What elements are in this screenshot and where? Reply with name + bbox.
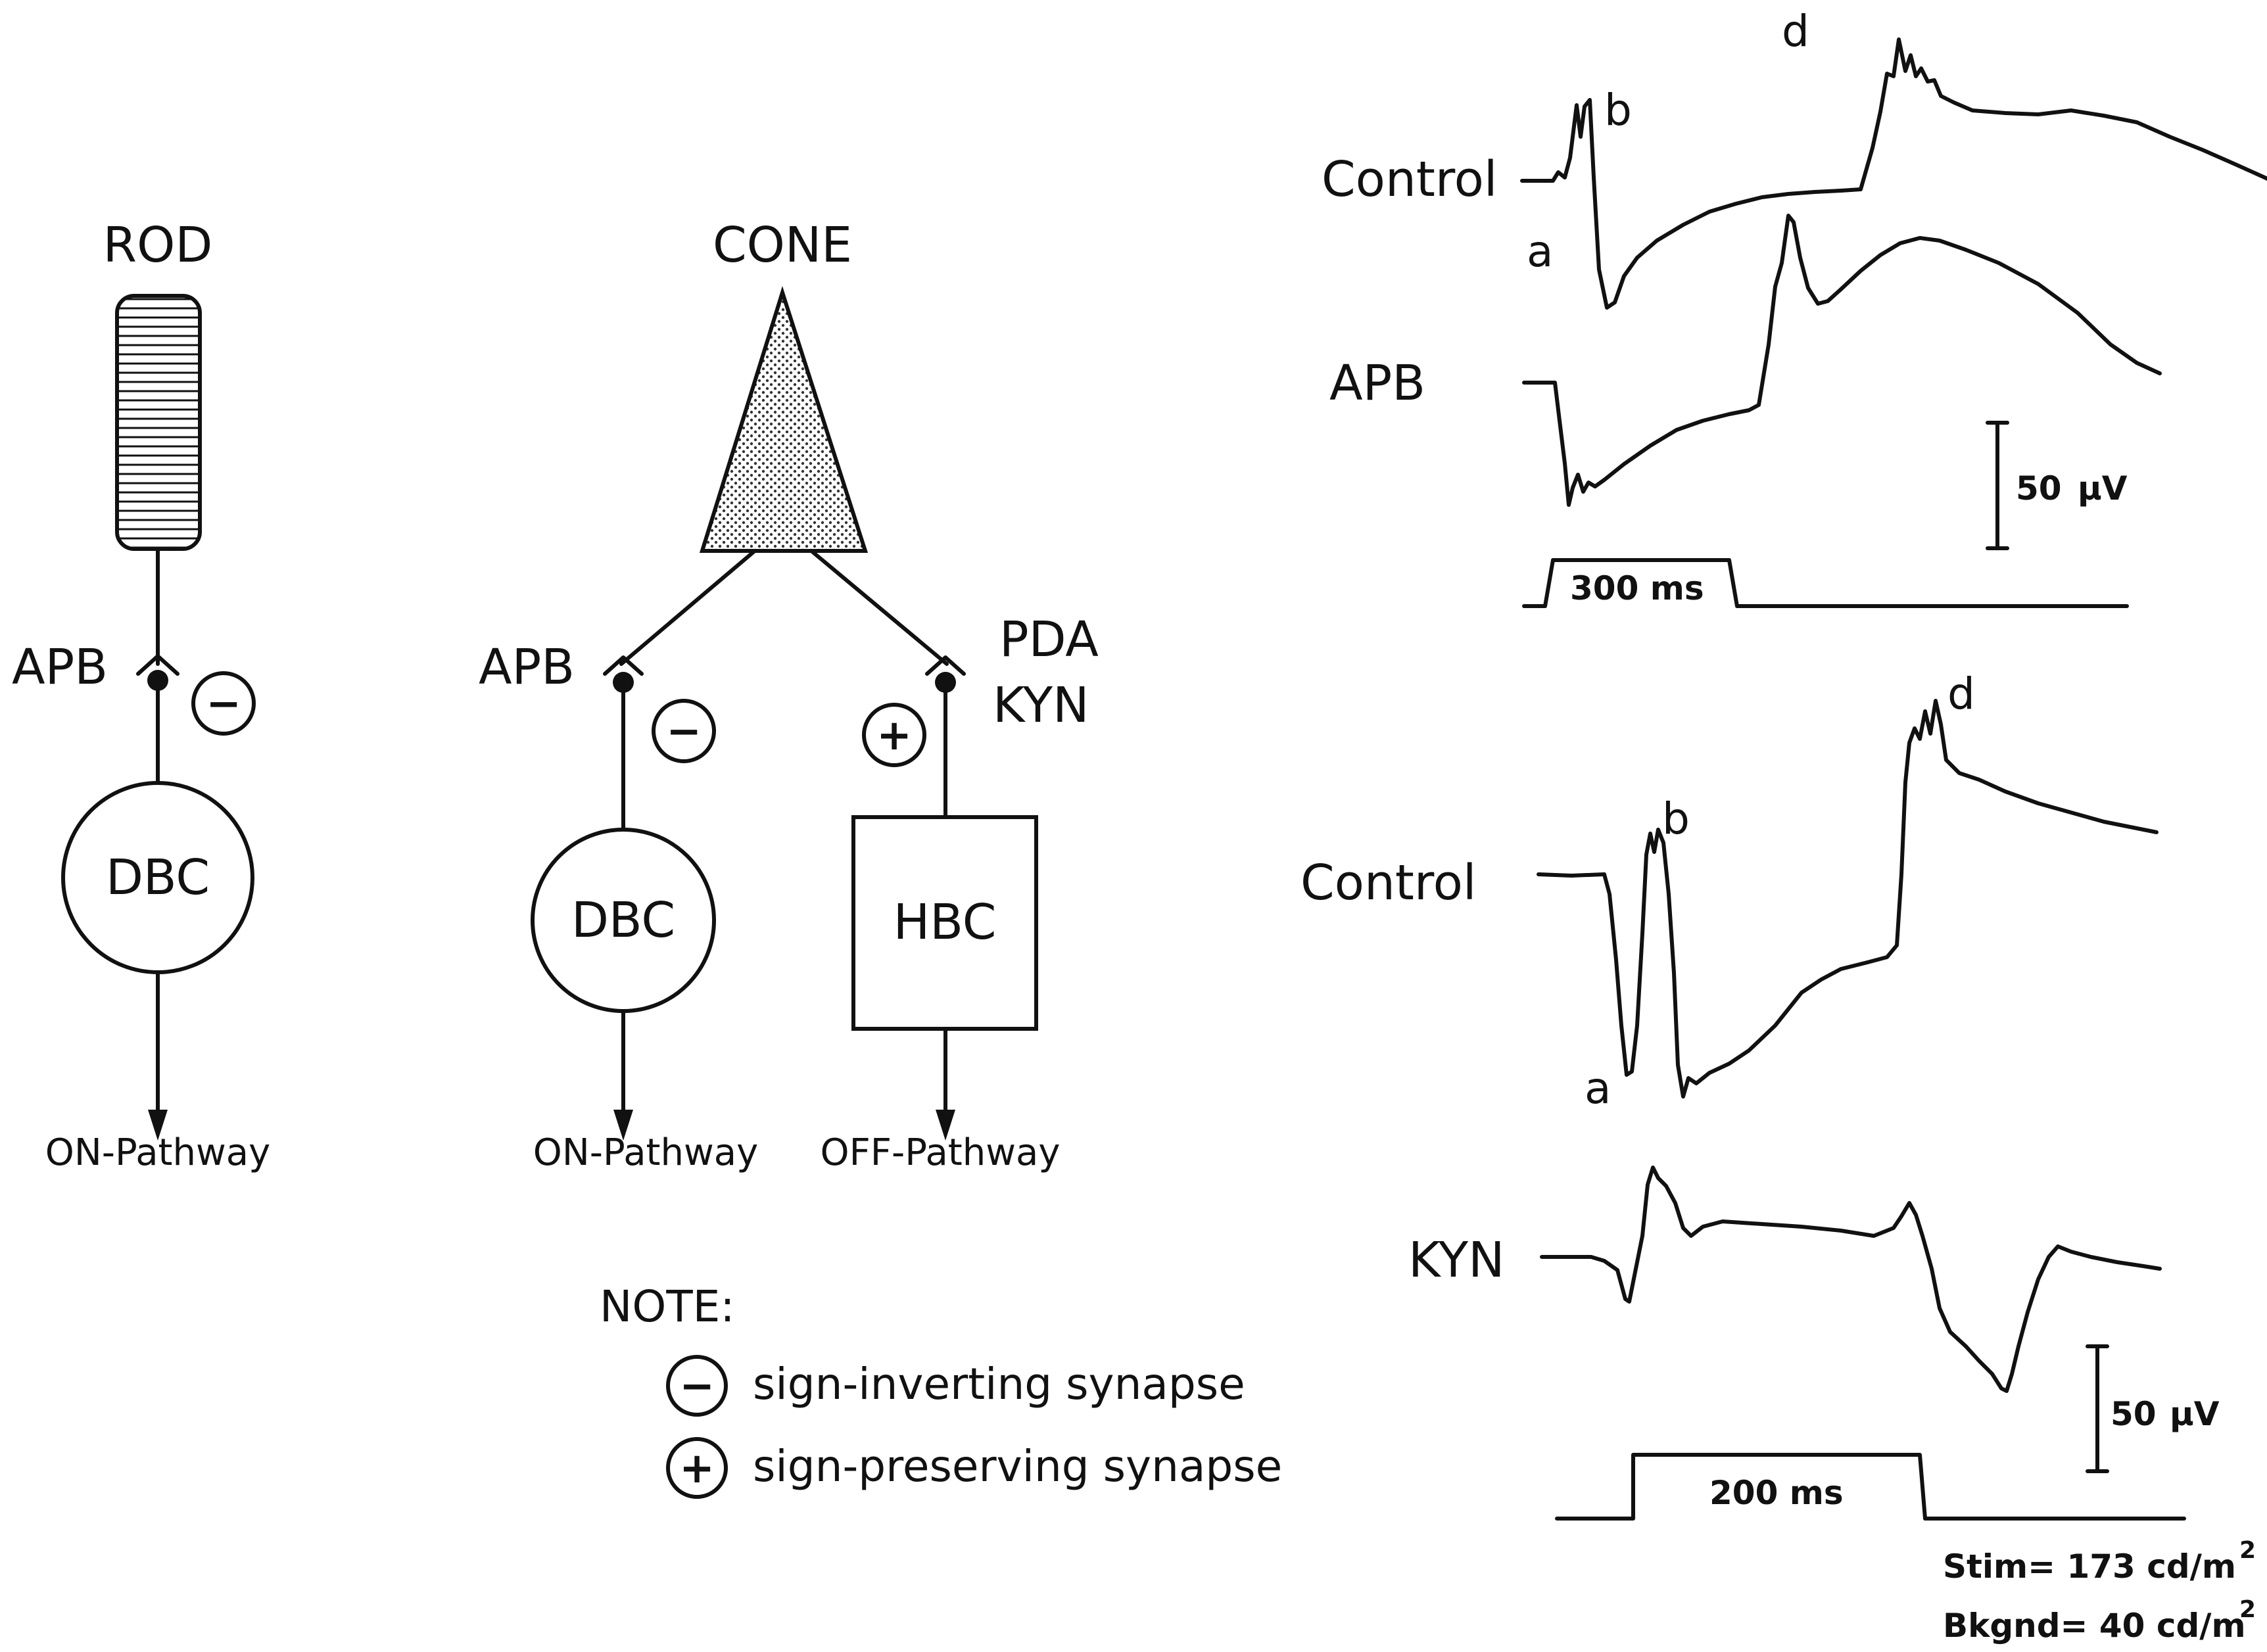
cone-left-receptor-mark [603,655,644,676]
legend-title: NOTE: [600,1281,735,1332]
rod-sign-circle [191,671,256,736]
bottom-recording: Control KYN a b d 50 μV 200 ms [1301,669,2220,1521]
top-apb-label: APB [1329,355,1425,412]
bkgnd-intensity-exp: 2 [2239,1596,2256,1623]
bottom-stimulus-trace [1555,1453,2186,1521]
legend-plus-circle [666,1437,728,1499]
legend-plus-text: sign-preserving synapse [753,1441,1282,1492]
cone-diagram: CONE APB − DBC ON-Pathway PDA KYN + HBC … [479,217,1099,1174]
stim-intensity-text: Stim= 173 cd/m [1943,1547,2236,1586]
top-control-label: Control [1322,151,1498,208]
cone-kyn-label: KYN [993,677,1089,734]
rod-receptor-mark [136,654,179,676]
cone-right-sign-circle [862,703,926,767]
bottom-kyn-trace [1540,1166,2162,1393]
rod-sign-text: − [206,680,241,728]
bottom-wave-a: a [1585,1063,1611,1114]
bottom-scale-value: 50 [2111,1395,2157,1433]
cone-right-sign-text: + [876,711,912,760]
rod-label: ROD [103,217,213,273]
cone-pda-label: PDA [999,611,1099,668]
bottom-kyn-label: KYN [1408,1232,1504,1288]
cone-hbc-label: HBC [894,894,997,951]
rod-arrowhead [148,1110,168,1141]
top-recording: Control APB a b d 50 μV 300 ms [1322,6,2267,608]
cone-off-pathway: OFF-Pathway [821,1131,1061,1174]
cone-right-axon [809,549,949,666]
legend-plus-symbol: + [679,1444,715,1493]
rod-dbc-label: DBC [106,849,210,906]
bottom-wave-d: d [1947,669,1975,719]
rod-on-pathway: ON-Pathway [45,1131,270,1174]
cone-left-synapse-dot [613,672,634,693]
top-wave-b: b [1604,85,1632,135]
top-stimulus-trace [1522,558,2129,608]
cone-apb-label: APB [479,639,575,696]
top-wave-a: a [1527,226,1553,277]
cone-on-pathway: ON-Pathway [533,1131,758,1174]
cone-right-synapse-dot [935,672,956,693]
bottom-control-trace [1537,699,2159,1098]
top-apb-trace [1522,214,2162,507]
cone-hbc-cell [851,815,1038,1031]
top-control-trace [1520,37,2267,310]
cone-right-receptor-mark [925,655,966,676]
cone-left-axon [619,549,757,666]
cone-dbc-label: DBC [571,892,675,949]
stimulus-info: Stim= 173 cd/m 2 Bkgnd= 40 cd/m 2 [1943,1537,2256,1645]
top-scale-unit: μV [2078,469,2128,507]
cone-left-sign-text: − [666,707,702,756]
cone-left-arrowhead [613,1110,633,1141]
stim-intensity-exp: 2 [2239,1537,2256,1564]
legend: NOTE: − sign-inverting synapse + sign-pr… [600,1281,1282,1499]
rod-diagram: ROD APB − DBC ON-Pathway [12,217,270,1174]
top-scale-value: 50 [2016,469,2062,507]
bottom-wave-b: b [1662,793,1690,844]
rod-synapse-dot [147,670,168,691]
cone-cell [699,286,869,553]
bottom-stim-duration: 200 ms [1709,1474,1844,1512]
legend-minus-symbol: − [679,1362,715,1411]
cone-right-arrowhead [936,1110,955,1141]
legend-minus-text: sign-inverting synapse [753,1359,1245,1409]
bkgnd-intensity-text: Bkgnd= 40 cd/m [1943,1607,2246,1645]
cone-label: CONE [713,217,852,273]
rod-cell [115,294,202,551]
top-wave-d: d [1782,6,1809,57]
legend-minus-circle [666,1355,728,1417]
cone-left-sign-circle [652,699,716,763]
top-stim-duration: 300 ms [1570,569,1704,607]
bottom-control-label: Control [1301,855,1477,911]
bottom-scale-unit: μV [2170,1395,2220,1433]
rod-apb-label: APB [12,639,108,696]
